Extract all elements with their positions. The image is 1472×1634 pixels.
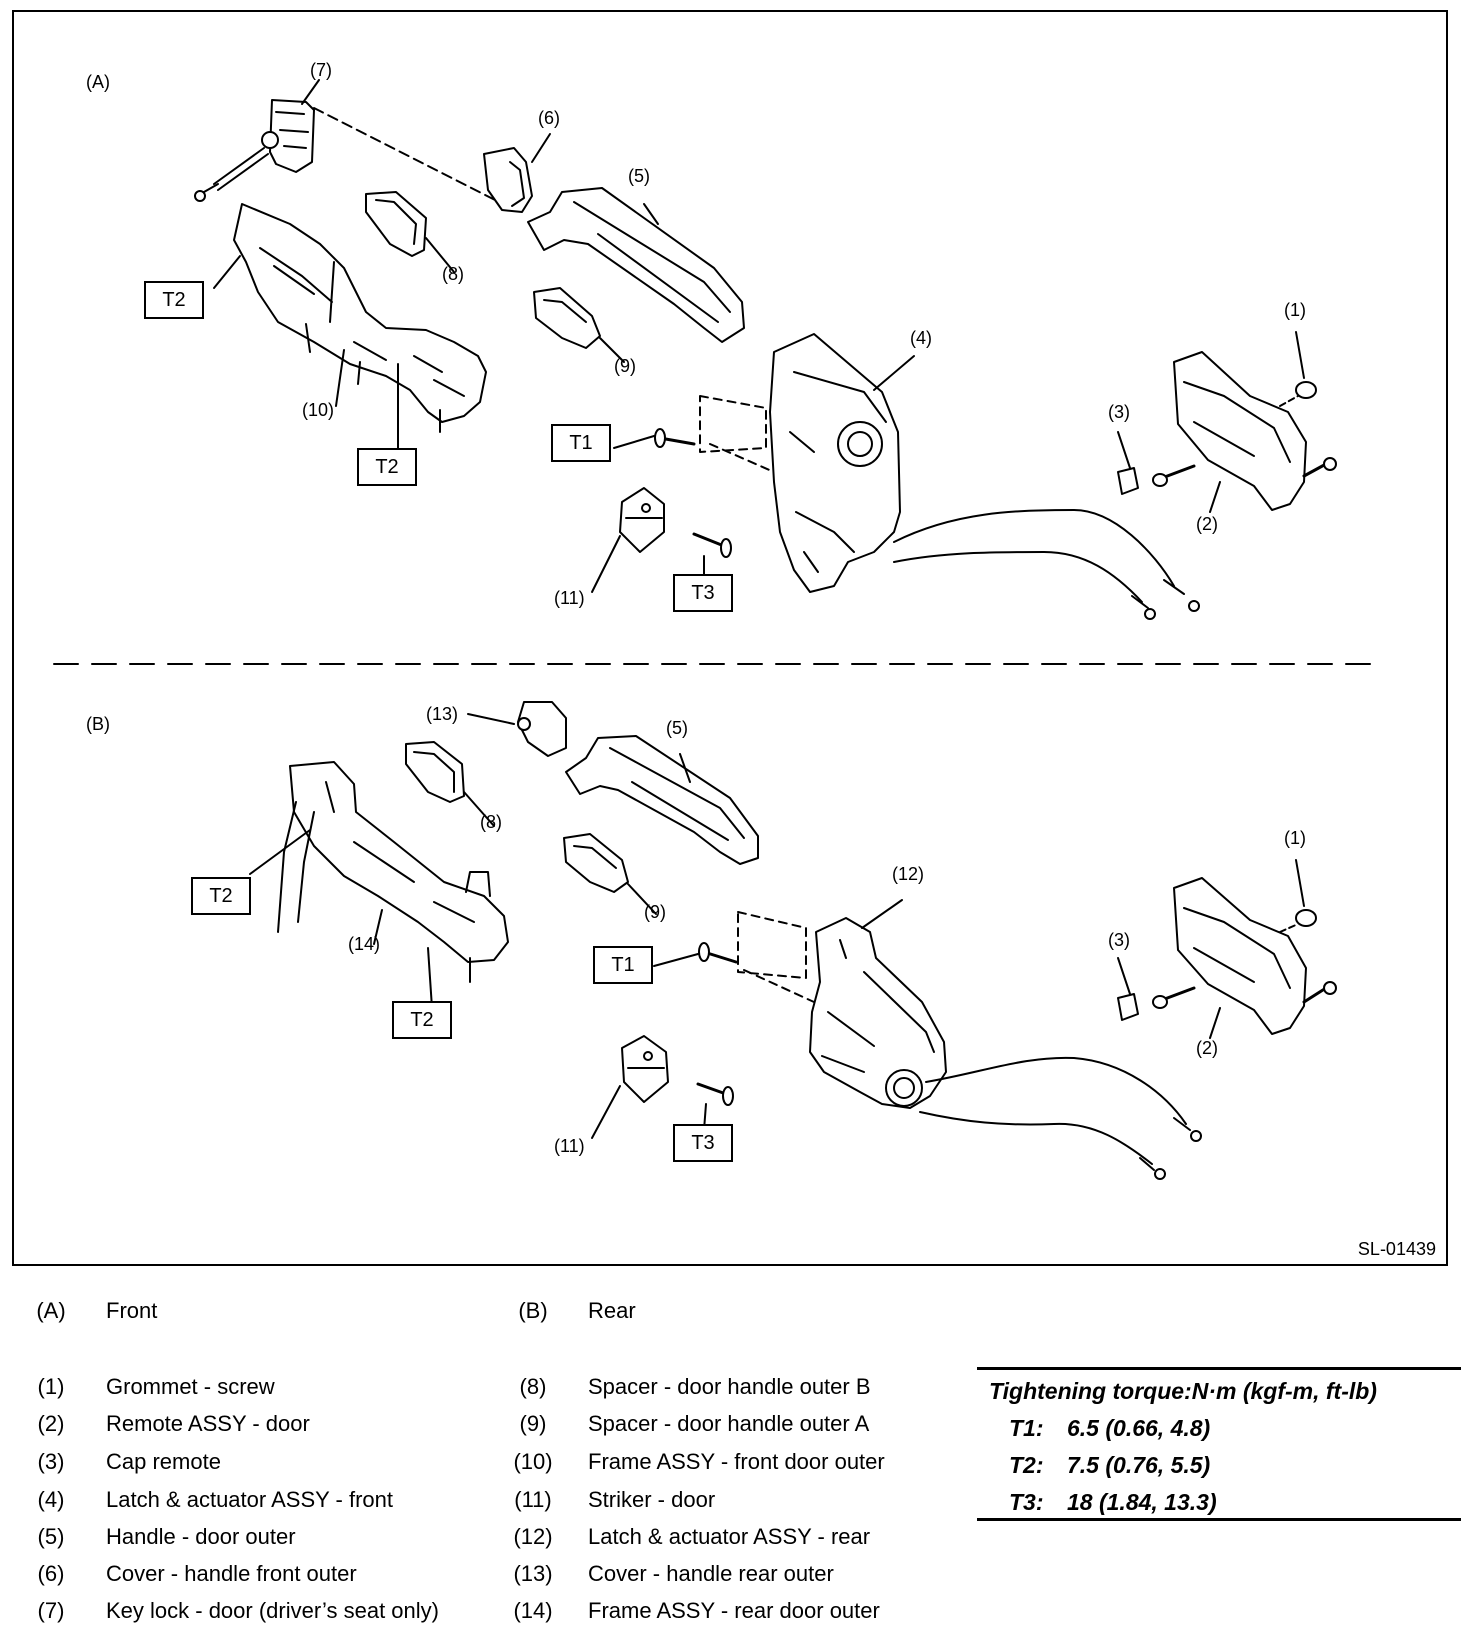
callout-2-rear: (2) (1196, 1038, 1218, 1058)
section-label-a: (A) (86, 72, 110, 92)
callout-11-rear: (11) (554, 1136, 585, 1156)
handle-cover-front-part (483, 147, 533, 213)
legend-label: Rear (588, 1298, 636, 1323)
callout-14: (14) (348, 934, 381, 954)
spacer-b-part (365, 191, 427, 257)
latch-actuator-front-part (769, 333, 901, 593)
torque-box-t3: T3 (673, 574, 733, 612)
callout-13: (13) (426, 704, 459, 724)
torque-box-t2: T2 (191, 877, 251, 915)
legend-number: (6) (37, 1561, 65, 1586)
legend-number: (4) (37, 1487, 65, 1512)
legend-label: Remote ASSY - door (106, 1411, 310, 1436)
legend-label: Striker - door (588, 1487, 716, 1512)
exploded-parts-diagram: (A) (B) (7) (6) (5) (8) (9) (10) (4) (1)… (12, 10, 1448, 1266)
cable (893, 509, 1175, 587)
callout-7: (7) (310, 60, 332, 80)
callout-3: (3) (1108, 402, 1130, 422)
torque-box-t2: T2 (144, 281, 204, 319)
callout-1: (1) (1284, 300, 1306, 320)
legend-label: Cover - handle front outer (106, 1561, 357, 1586)
legend-number: (7) (37, 1598, 65, 1623)
frame-rear-door-outer-part (277, 761, 509, 983)
legend-label: Latch & actuator ASSY - rear (588, 1524, 871, 1549)
torque-box-t2: T2 (392, 1001, 452, 1039)
torque-table-title: Tightening torque:N·m (kgf-m, ft-lb) (989, 1378, 1377, 1404)
legend-number: (3) (37, 1449, 65, 1474)
legend-label: Frame ASSY - front door outer (588, 1449, 885, 1474)
callout-3-rear: (3) (1108, 930, 1130, 950)
callout-2: (2) (1196, 514, 1218, 534)
legend-label: Cover - handle rear outer (588, 1561, 834, 1586)
legend-label: Frame ASSY - rear door outer (588, 1598, 880, 1623)
torque-box-t1: T1 (593, 946, 653, 984)
callout-8-rear: (8) (480, 812, 502, 832)
latch-actuator-rear-part (809, 917, 947, 1109)
legend-number: (5) (37, 1524, 65, 1549)
torque-box-t3: T3 (673, 1124, 733, 1162)
callout-9-rear: (9) (644, 902, 666, 922)
legend-number: (11) (514, 1487, 552, 1512)
remote-door-part-b (1117, 877, 1337, 1035)
callout-11: (11) (554, 588, 585, 608)
spacer-a-part (533, 287, 601, 349)
figure-code: SL-01439 (1357, 1239, 1436, 1259)
legend-label: Spacer - door handle outer A (588, 1411, 870, 1436)
spacer-a-part-b (563, 833, 629, 893)
legend-label: Spacer - door handle outer B (588, 1374, 871, 1399)
legend-label: Cap remote (106, 1449, 221, 1474)
parts-drawing (53, 79, 1375, 1180)
door-handle-outer-part-b (565, 735, 759, 865)
torque-value: 18 (1.84, 13.3) (1067, 1489, 1217, 1515)
callout-12: (12) (892, 864, 925, 884)
legend-number: (B) (518, 1298, 548, 1323)
legend-label: Key lock - door (driver’s seat only) (106, 1598, 439, 1623)
legend-label: Handle - door outer (106, 1524, 296, 1549)
callout-8: (8) (442, 264, 464, 284)
legend-number: (10) (513, 1449, 553, 1474)
legend-number: (13) (513, 1561, 553, 1586)
door-handle-outer-part (527, 187, 745, 343)
section-label-b: (B) (86, 714, 110, 734)
callout-6: (6) (538, 108, 560, 128)
key-lock-part (194, 99, 315, 202)
torque-box-t1: T1 (551, 424, 611, 462)
remote-door-part-a (1117, 351, 1337, 511)
torque-value: 6.5 (0.66, 4.8) (1067, 1415, 1211, 1441)
spacer-b-part-b (405, 741, 465, 803)
leader-dashed (313, 107, 500, 203)
cable (893, 551, 1143, 603)
torque-key: T1: (1009, 1415, 1044, 1441)
legend-number: (14) (513, 1598, 553, 1623)
torque-key: T2: (1009, 1452, 1044, 1478)
legend-label: Latch & actuator ASSY - front (106, 1487, 393, 1512)
callout-9: (9) (614, 356, 636, 376)
callout-1-rear: (1) (1284, 828, 1306, 848)
torque-value: 7.5 (0.76, 5.5) (1067, 1452, 1211, 1478)
torque-table: Tightening torque:N·m (kgf-m, ft-lb) T1:… (977, 1367, 1461, 1521)
callout-5-rear: (5) (666, 718, 688, 738)
legend-number: (2) (37, 1411, 65, 1436)
striker-part-a (619, 487, 732, 558)
callout-10: (10) (302, 400, 335, 420)
striker-part-b (621, 1035, 734, 1106)
callout-5: (5) (628, 166, 650, 186)
legend-label: Front (106, 1298, 158, 1323)
legend-number: (12) (513, 1524, 553, 1549)
cable (925, 1056, 1187, 1125)
legend-number: (8) (519, 1374, 547, 1399)
torque-key: T3: (1009, 1489, 1044, 1515)
cable (919, 1111, 1153, 1165)
leader-line (301, 79, 320, 105)
legend-number: (1) (37, 1374, 65, 1399)
legend-number: (9) (519, 1411, 547, 1436)
callout-4: (4) (910, 328, 932, 348)
handle-cover-rear-part (517, 701, 567, 757)
torque-box-t2: T2 (357, 448, 417, 486)
legend-number: (A) (36, 1298, 66, 1323)
legend-label: Grommet - screw (106, 1374, 275, 1399)
frame-front-door-outer-part (233, 203, 487, 433)
